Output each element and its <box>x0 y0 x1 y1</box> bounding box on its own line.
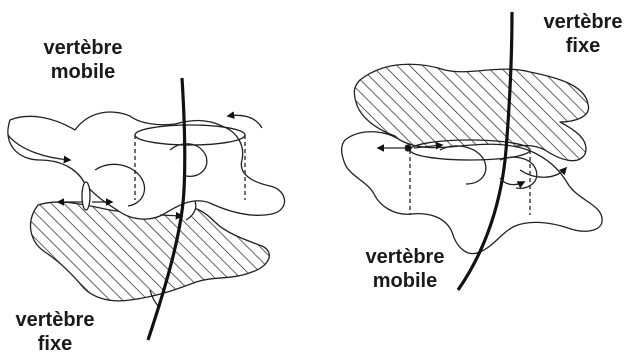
left-bottom-label: vertèbre fixe <box>0 308 110 356</box>
left-bottom-label-line2: fixe <box>37 333 73 355</box>
left-bottom-label-line1: vertèbre <box>15 309 95 331</box>
left-top-label: vertèbre mobile <box>28 36 138 84</box>
right-fixed-vertebra <box>353 63 590 162</box>
right-bottom-label-line1: vertèbre <box>365 246 445 268</box>
right-top-label: vertèbre fixe <box>528 10 635 58</box>
left-top-label-line1: vertèbre <box>43 37 123 59</box>
right-vertebra-pair <box>340 11 603 291</box>
right-top-label-line1: vertèbre <box>543 11 623 33</box>
right-bottom-label: vertèbre mobile <box>350 245 460 293</box>
left-top-label-line2: mobile <box>50 61 116 83</box>
right-top-label-line2: fixe <box>565 35 601 57</box>
right-bottom-label-line2: mobile <box>372 270 438 292</box>
left-vertebra-pair <box>7 77 286 341</box>
right-mobile-vertebra <box>340 131 603 255</box>
